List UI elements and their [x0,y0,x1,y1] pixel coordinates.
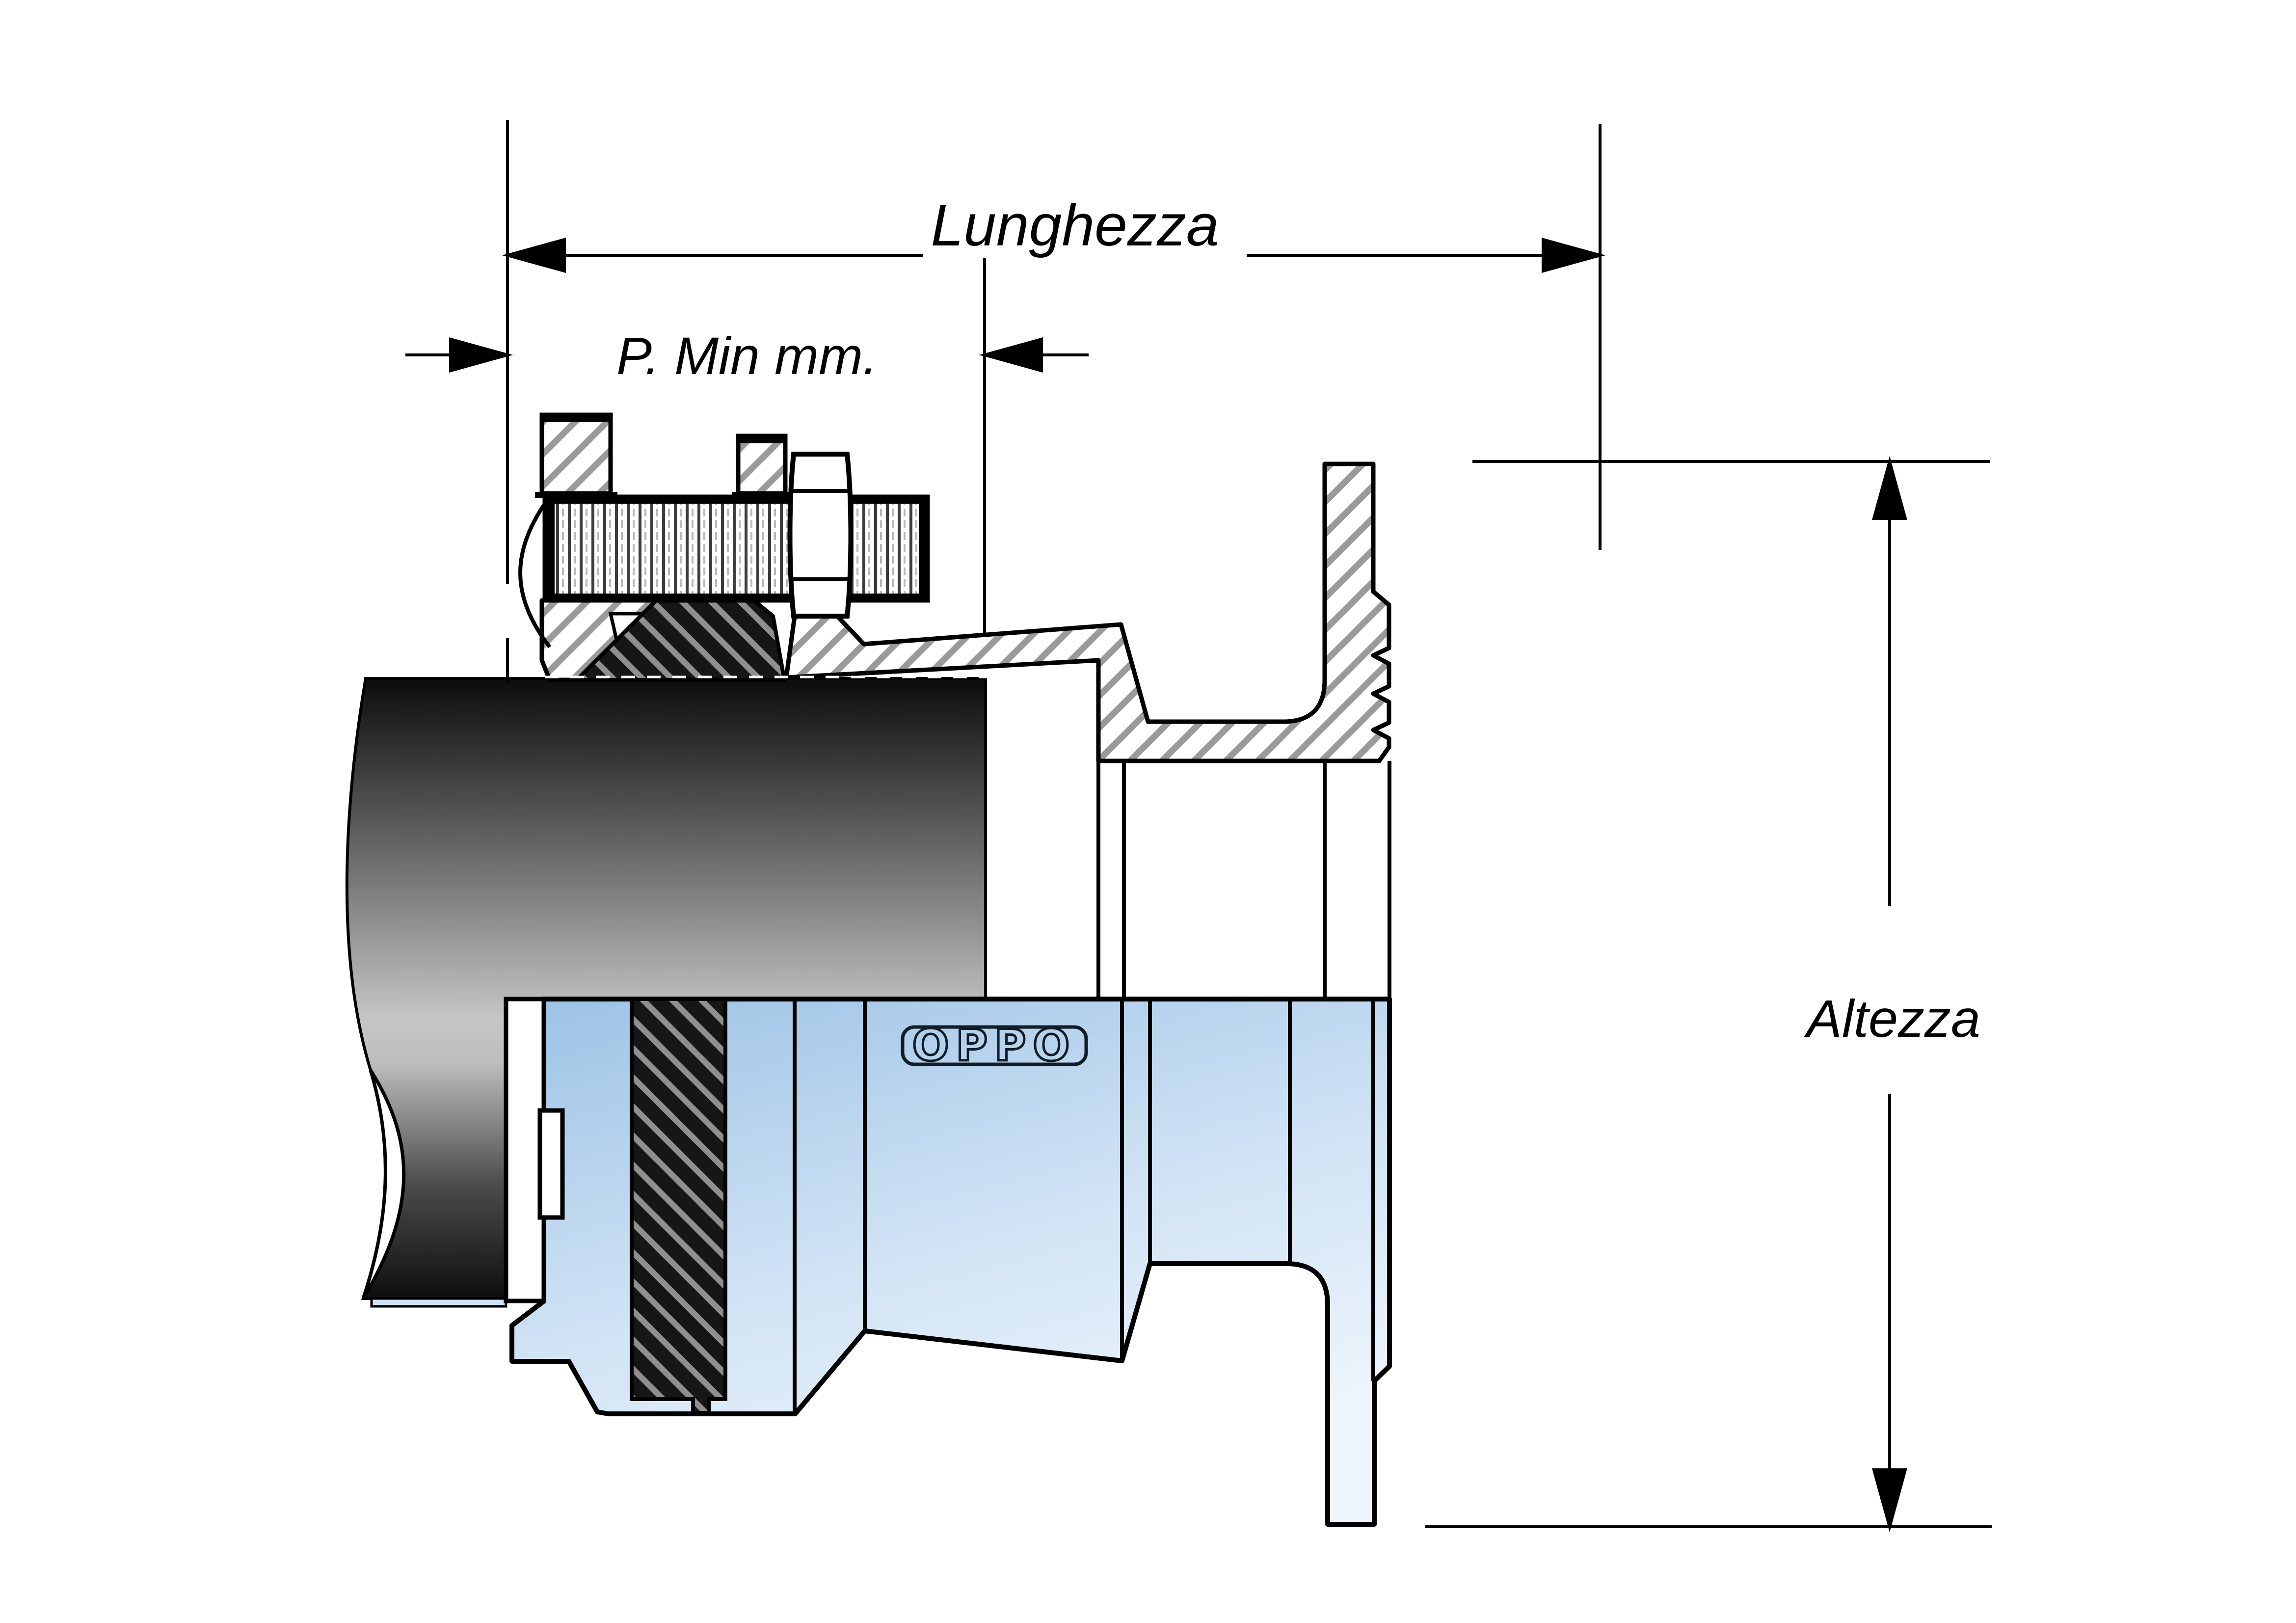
bolt-head-cap [545,497,555,600]
arrow-left [502,238,566,273]
flange-projection-lines [1096,761,1391,999]
body-lip-under-pipe [370,1297,507,1308]
label-p-min: P. Min mm. [616,326,878,385]
left-lug [539,412,613,496]
dimension-lunghezza [502,238,1606,273]
dimension-p-min [405,337,1089,373]
bolt-thread-left [542,494,796,603]
arrow-right [1542,238,1606,273]
hex-nut [787,452,854,619]
arrow-in-right [449,337,513,373]
stub-flange-section [784,461,1391,763]
end-ring-tab [537,1108,565,1220]
clamp-ring-edge-arc [518,495,552,649]
oppo-logo-text: OPPO [912,1020,1077,1071]
oppo-logo: OPPO [901,1019,1088,1072]
bolt-assembly [542,452,930,619]
body-section-lines [793,999,1375,1414]
arrow-down [1872,1468,1907,1533]
hex-nut-outline [787,452,854,619]
label-lunghezza: Lunghezza [931,192,1219,258]
arrow-in-left [979,337,1043,373]
label-altezza: Altezza [1804,989,1980,1048]
right-lug [736,433,788,496]
pipe-break-lens [361,1069,406,1299]
coupling-body-lower: OPPO [504,997,1392,1527]
dimensions [405,120,1992,1533]
oppo-logo-frame [901,1025,1088,1066]
bolt-thread-right [845,494,930,603]
gasket-ring-lower [630,997,727,1415]
coupling-body-silhouette [509,997,1392,1527]
dimension-altezza [1425,456,1992,1533]
bolt-end-cap [919,497,928,600]
arrow-up [1872,456,1907,520]
